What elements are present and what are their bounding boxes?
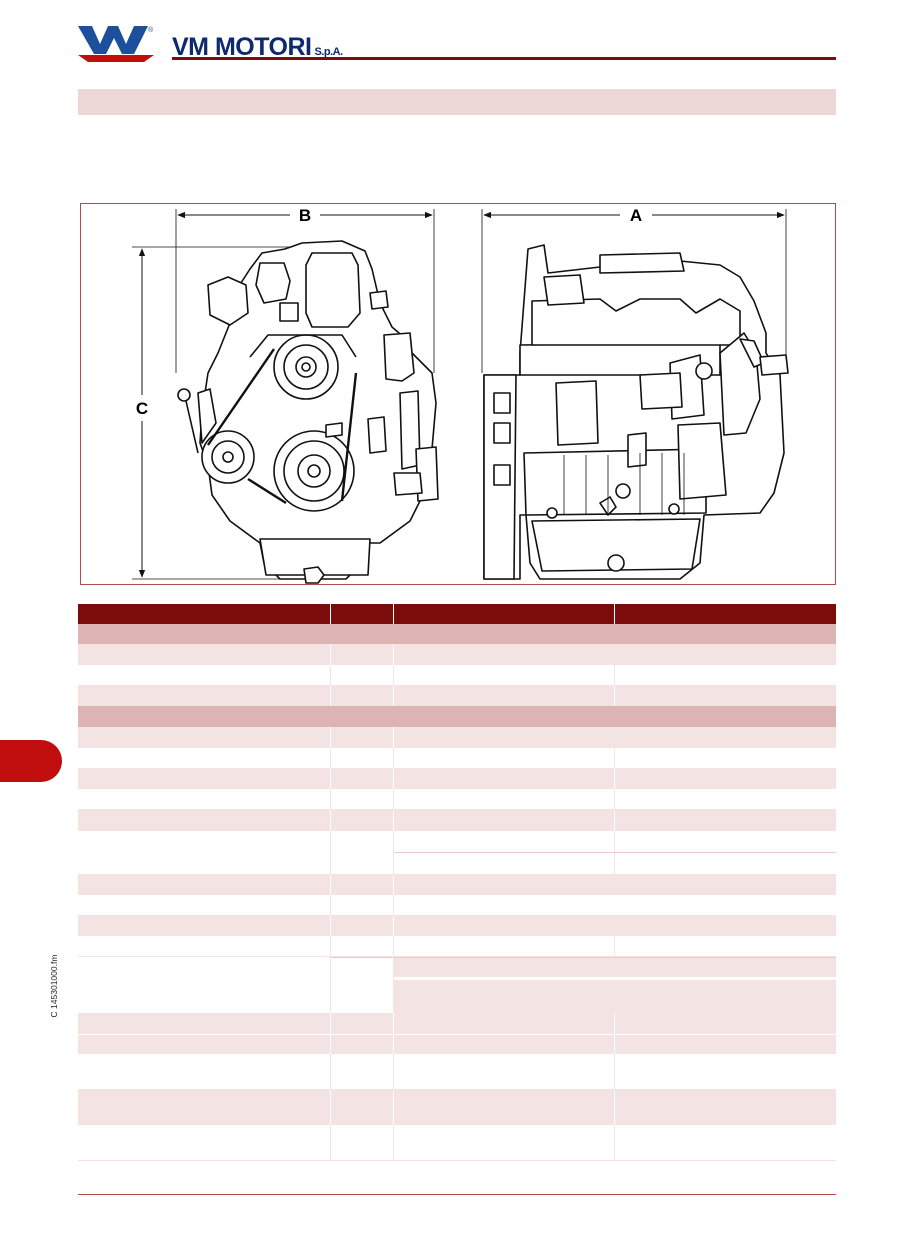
dimension-b-label: B	[299, 206, 311, 225]
table-row	[78, 1090, 836, 1125]
dimension-c-label: C	[136, 399, 148, 418]
table-row	[78, 957, 836, 1013]
table-section-row	[78, 706, 836, 727]
engine-front-view	[177, 240, 439, 584]
table-row	[78, 1125, 836, 1161]
table-row	[78, 916, 836, 936]
engine-side-view	[483, 244, 789, 580]
table-section-row	[78, 624, 836, 644]
engine-figure-frame	[80, 203, 836, 585]
table-header-row	[78, 604, 836, 624]
spec-table	[78, 604, 836, 1161]
file-reference-text: C 145301000.fm	[49, 954, 59, 1018]
table-row	[78, 644, 836, 665]
table-row	[78, 727, 836, 748]
table-row	[78, 895, 836, 916]
table-row	[78, 1054, 836, 1090]
table-row	[78, 748, 836, 769]
table-row	[78, 936, 836, 957]
vm-logo: ®	[78, 24, 156, 64]
engine-dimension-figure: B A C	[132, 206, 789, 584]
table-row	[78, 875, 836, 895]
chapter-tab	[0, 740, 62, 782]
title-band	[78, 89, 836, 115]
table-row	[78, 810, 836, 831]
table-row	[78, 769, 836, 789]
file-reference: C 145301000.fm	[44, 954, 64, 1018]
table-row	[78, 665, 836, 686]
dimension-a-label: A	[630, 206, 642, 225]
footer-rule	[78, 1194, 836, 1195]
table-row	[78, 1034, 836, 1054]
table-row	[78, 789, 836, 810]
brand-suffix: S.p.A.	[314, 46, 343, 58]
table-row	[78, 1013, 836, 1034]
table-row	[78, 686, 836, 706]
registered-mark: ®	[148, 26, 154, 34]
header-rule	[172, 57, 836, 60]
table-row	[78, 831, 836, 875]
